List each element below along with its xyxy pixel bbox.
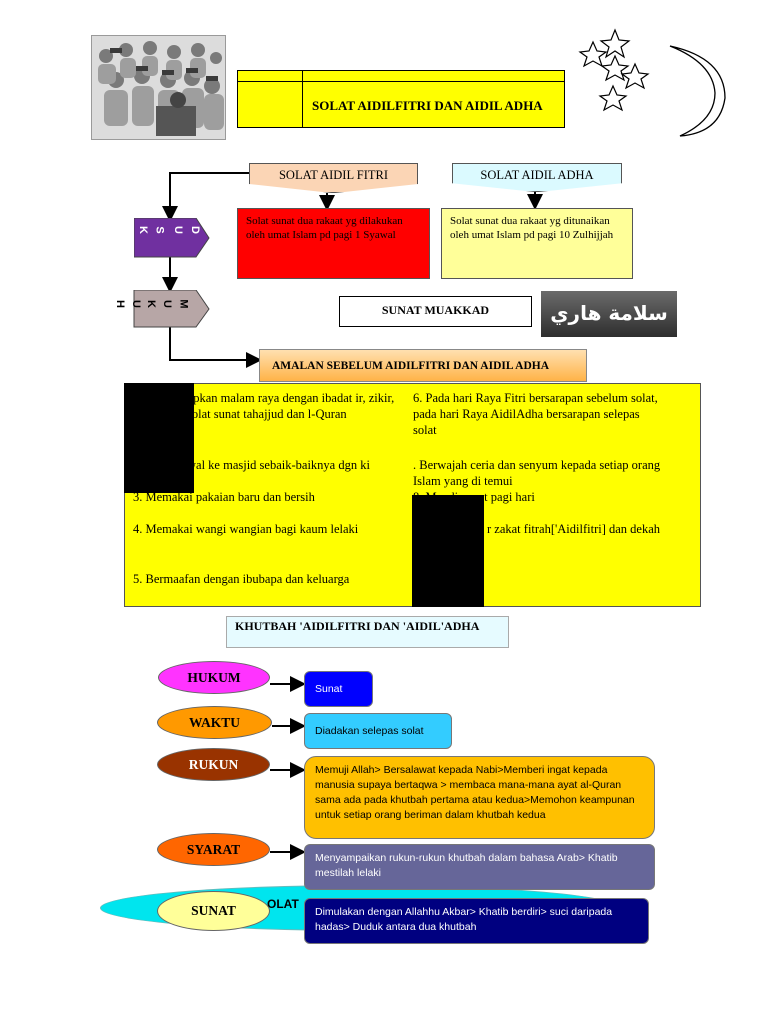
crescent-moon-stars-icon — [578, 28, 726, 137]
hukum-oval: HUKUM — [158, 661, 270, 694]
hukum-letter: M — [177, 299, 190, 309]
adha-definition: Solat sunat dua rakaat yg ditunaikan ole… — [441, 208, 633, 279]
redaction-block — [412, 495, 484, 607]
amalan-item: wal ke masjid sebaik-baiknya dgn ki — [187, 458, 370, 472]
maksud-label: K S U D — [134, 218, 210, 258]
sunat-box: Dimulakan dengan Allahhu Akbar> Khatib b… — [304, 898, 649, 944]
amalan-item: 5. Bermaafan dengan ibubapa dan keluarga — [133, 572, 350, 586]
maksud-letter: U — [171, 226, 184, 234]
rukun-oval: RUKUN — [157, 748, 270, 781]
amalan-item: 4. Memakai wangi wangian bagi kaum lelak… — [133, 522, 359, 536]
congregation-photo — [91, 35, 226, 140]
arabic-greeting-banner: سلامة هاري راي — [541, 291, 677, 369]
flow-connectors — [162, 172, 543, 368]
waktu-box: Diadakan selepas solat — [304, 713, 452, 749]
hidden-fragment: OLAT — [267, 897, 299, 911]
maksud-letter: K — [136, 226, 149, 234]
amalan-item: 6. Pada hari Raya Fitri bersarapan sebel… — [413, 391, 658, 437]
redaction-block — [124, 383, 194, 493]
fitri-definition: Solat sunat dua rakaat yg dilakukan oleh… — [237, 208, 430, 279]
amalan-header: AMALAN SEBELUM AIDILFITRI DAN AIDIL ADHA — [259, 349, 587, 382]
waktu-oval: WAKTU — [157, 706, 272, 739]
maksud-letter: S — [154, 226, 167, 234]
hukum-label: H U K U M — [112, 290, 210, 328]
hukum-letter: K — [145, 300, 158, 308]
hukum-letter: U — [129, 300, 142, 308]
page-title: SOLAT AIDILFITRI DAN AIDIL ADHA — [312, 98, 543, 113]
hukum-value: SUNAT MUAKKAD — [339, 296, 532, 327]
amalan-item: upkan malam raya dengan ibadat ir, zikir… — [187, 391, 395, 421]
syarat-oval: SYARAT — [157, 833, 270, 866]
amalan-item: 3. Memakai pakaian baru dan bersih — [133, 490, 315, 504]
amalan-item: r zakat fitrah['Aidilfitri] dan dekah — [487, 522, 661, 536]
hukum-letter: U — [161, 300, 174, 308]
sunat-oval: SUNAT — [157, 891, 270, 931]
amalan-item: . Berwajah ceria dan senyum kepada setia… — [413, 458, 661, 488]
maksud-letter: D — [189, 226, 202, 234]
syarat-box: Menyampaikan rukun-rukun khutbah dalam b… — [304, 844, 655, 890]
khutbah-header: KHUTBAH 'AIDILFITRI DAN 'AIDIL'ADHA — [226, 616, 509, 648]
hukum-box: Sunat — [304, 671, 373, 707]
rukun-box: Memuji Allah> Bersalawat kepada Nabi>Mem… — [304, 756, 655, 839]
title-box: SOLAT AIDILFITRI DAN AIDIL ADHA — [237, 70, 565, 128]
hukum-letter: H — [113, 300, 126, 308]
